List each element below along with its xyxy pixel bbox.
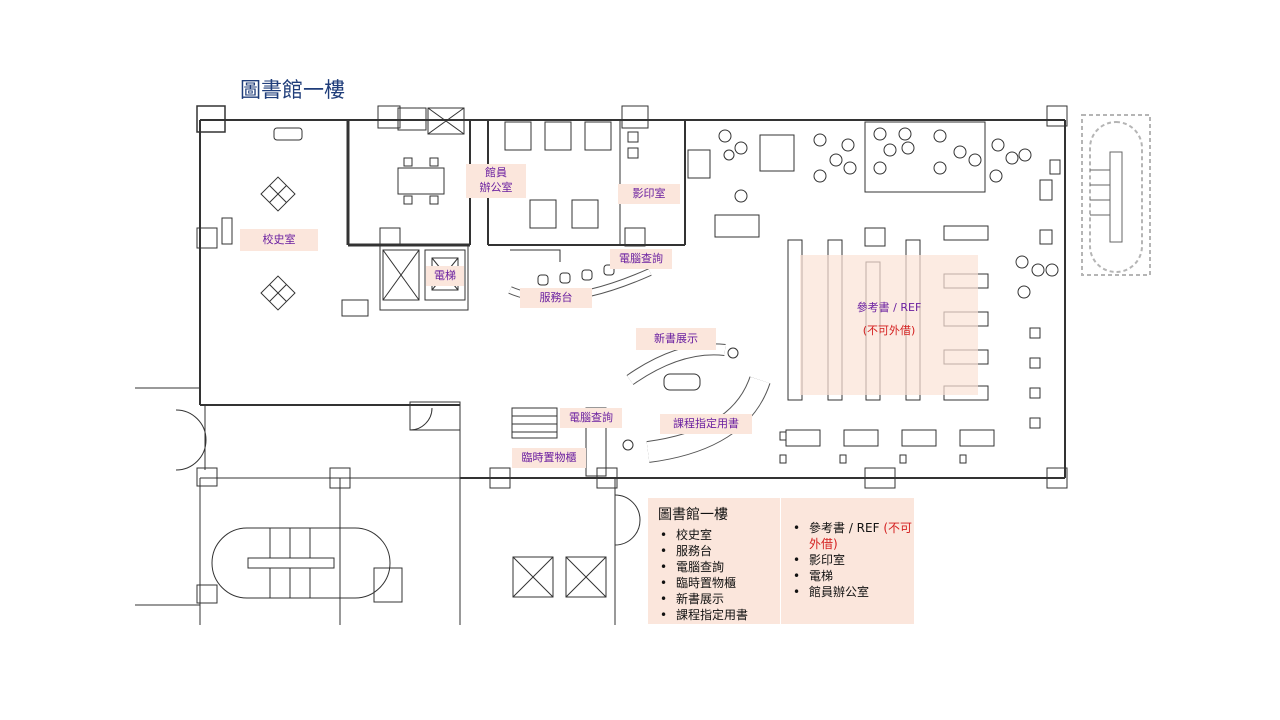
legend-item: 新書展示 [658, 591, 780, 607]
page-title: 圖書館一樓 [240, 78, 345, 102]
legend-item: 校史室 [658, 527, 780, 543]
label-staff-office-line1: 館員 [485, 166, 507, 180]
legend-list-2: 參考書 / REF (不可外借) 影印室 電梯 館員辦公室 [791, 520, 914, 600]
label-computer-lookup-top: 電腦查詢 [610, 249, 672, 269]
label-temp-lockers-text: 臨時置物櫃 [521, 450, 577, 464]
label-course-reserves-text: 課程指定用書 [673, 416, 739, 430]
legend-list-1: 校史室 服務台 電腦查詢 臨時置物櫃 新書展示 課程指定用書 [658, 527, 780, 623]
label-computer-lookup-top-text: 電腦查詢 [619, 251, 663, 265]
legend-item: 館員辦公室 [791, 584, 914, 600]
legend-column-1: 圖書館一樓 校史室 服務台 電腦查詢 臨時置物櫃 新書展示 課程指定用書 [648, 498, 781, 624]
label-new-books-text: 新書展示 [654, 331, 698, 345]
label-computer-lookup-bottom: 電腦查詢 [560, 408, 622, 428]
legend-item: 電腦查詢 [658, 559, 780, 575]
label-service-desk: 服務台 [520, 288, 592, 308]
label-course-reserves: 課程指定用書 [660, 414, 752, 434]
legend-item: 課程指定用書 [658, 607, 780, 623]
label-computer-lookup-bottom-text: 電腦查詢 [569, 410, 613, 424]
label-reference-area: 參考書 / REF (不可外借) [800, 255, 978, 395]
label-new-books: 新書展示 [636, 328, 716, 350]
label-temp-lockers: 臨時置物櫃 [512, 448, 586, 468]
legend-box: 圖書館一樓 校史室 服務台 電腦查詢 臨時置物櫃 新書展示 課程指定用書 參考書… [648, 498, 914, 624]
legend-column-2: 參考書 / REF (不可外借) 影印室 電梯 館員辦公室 [781, 498, 914, 624]
label-copy-room: 影印室 [618, 184, 680, 204]
label-copy-room-text: 影印室 [632, 186, 666, 200]
label-history-room-text: 校史室 [262, 232, 296, 246]
legend-item: 電梯 [791, 568, 914, 584]
label-elevator-text: 電梯 [434, 268, 456, 282]
label-reference-text: 參考書 / REF [856, 301, 922, 315]
legend-item: 影印室 [791, 552, 914, 568]
legend-ref-suffix: (不可外借) [809, 521, 912, 551]
legend-item: 服務台 [658, 543, 780, 559]
label-history-room: 校史室 [240, 229, 318, 251]
legend-ref-prefix: 參考書 / REF [809, 521, 884, 535]
label-staff-office: 館員 辦公室 [466, 164, 526, 198]
label-staff-office-line2: 辦公室 [479, 181, 513, 194]
label-service-desk-text: 服務台 [539, 290, 573, 304]
legend-item: 臨時置物櫃 [658, 575, 780, 591]
label-reference-note: (不可外借) [862, 324, 916, 337]
legend-item-reference: 參考書 / REF (不可外借) [791, 520, 914, 552]
label-elevator: 電梯 [426, 266, 464, 286]
legend-title: 圖書館一樓 [658, 507, 728, 523]
